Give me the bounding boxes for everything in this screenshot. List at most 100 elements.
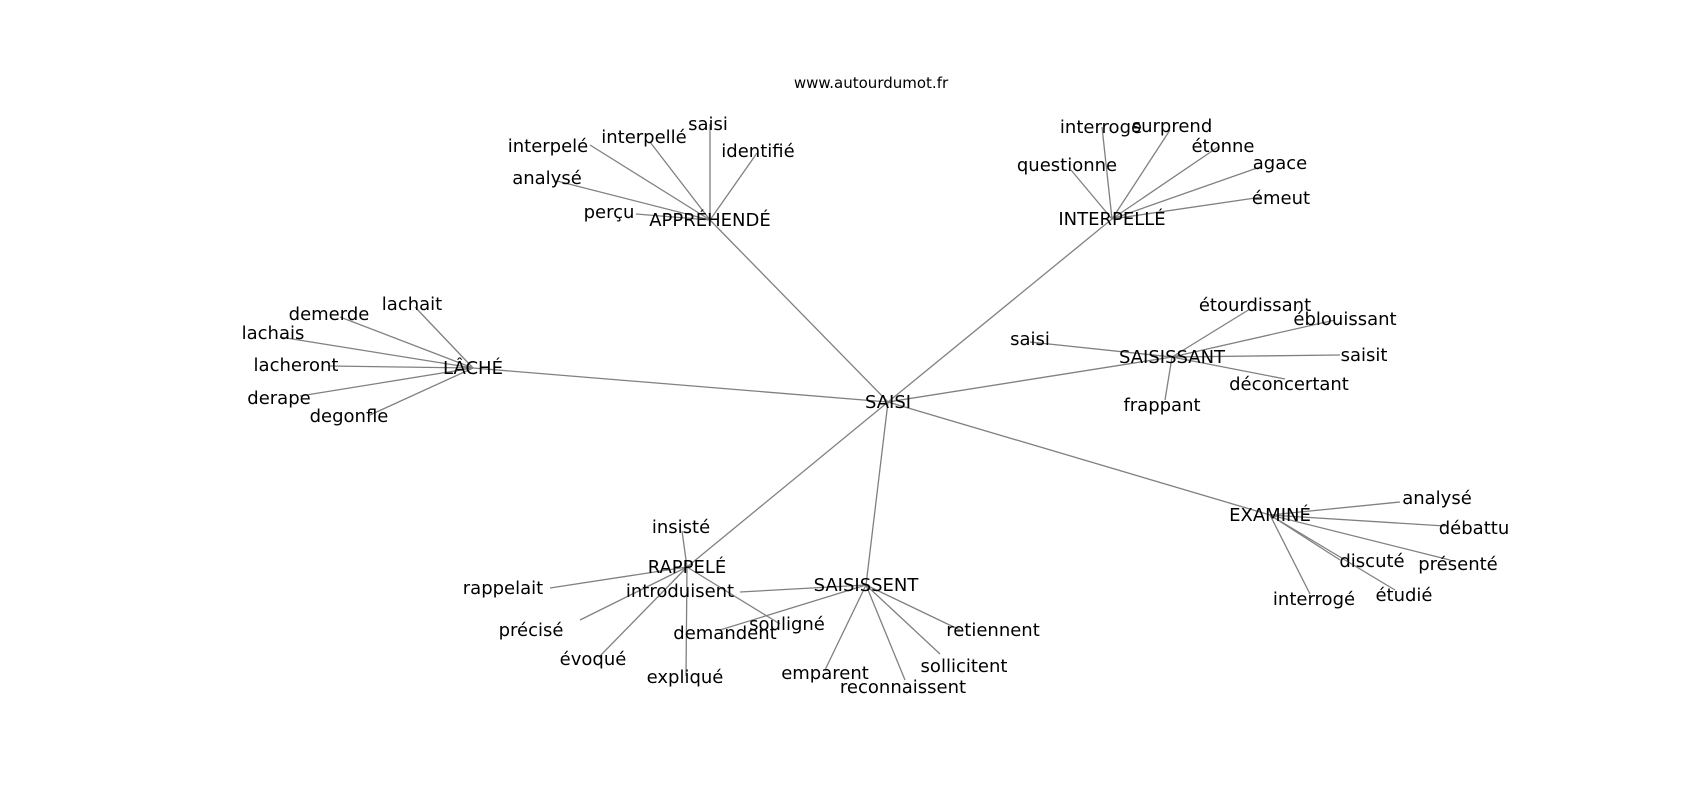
labels-layer: saisiinterpelléidentifiéinterpeléanalysé… (242, 114, 1510, 698)
edge-saisissent-leaf-5 (865, 584, 906, 681)
hub-label-interpelle: INTERPELLÉ (1058, 208, 1165, 230)
edge-saisissent-leaf-3 (824, 584, 867, 671)
leaf-label: sollicitent (921, 656, 1008, 677)
edge-examine-leaf-5 (1269, 514, 1311, 595)
edge-saisissent-leaf-1 (719, 584, 867, 631)
edge-saisissant-leaf-4 (1171, 356, 1286, 380)
edge-saisissent-leaf-0 (739, 584, 867, 593)
leaf-label: identifié (721, 141, 794, 162)
leaf-label: interroge (1060, 117, 1142, 138)
edge-rappele-leaf-3 (599, 566, 688, 657)
edge-rappele-leaf-1 (549, 566, 688, 589)
leaf-label: étonne (1191, 136, 1254, 157)
edge-saisissent-leaf-4 (865, 584, 941, 655)
edge-saisissant-leaf-0 (1171, 308, 1251, 358)
leaf-label: saisi (1010, 329, 1050, 350)
edge-rappele-leaf-5 (686, 566, 781, 625)
edge-apprehende-leaf-4 (556, 180, 711, 221)
site-url: www.autourdumot.fr (794, 74, 949, 92)
leaf-label: lachais (242, 323, 305, 344)
hub-label-saisissent: SAISISSENT (814, 575, 920, 596)
leaf-label: expliqué (647, 667, 724, 688)
leaf-label: interpelé (508, 136, 589, 157)
leaf-label: saisit (1341, 345, 1388, 366)
edge-interpelle-leaf-0 (1101, 126, 1113, 220)
edge-lache-leaf-5 (369, 367, 474, 416)
edge-lache-leaf-3 (329, 365, 474, 369)
leaf-label: interrogé (1273, 589, 1355, 610)
leaf-label: surprend (1132, 116, 1213, 137)
edge-interpelle-leaf-4 (1111, 166, 1261, 220)
edge-interpelle-leaf-5 (1111, 196, 1263, 220)
hub-label-lache: LÂCHÉ (443, 357, 503, 379)
edge-center-interpelle (887, 218, 1113, 403)
leaf-label: perçu (584, 202, 635, 223)
hub-label-examine: EXAMINÉ (1229, 504, 1311, 526)
hub-label-rappele: RAPPELÉ (648, 556, 727, 578)
edge-saisissant-leaf-3 (1171, 354, 1341, 358)
leaf-label: interpellé (601, 127, 687, 148)
edge-rappele-leaf-4 (685, 566, 688, 677)
edge-center-apprehende (709, 219, 889, 403)
edge-rappele-leaf-0 (681, 530, 688, 568)
leaf-label: éblouissant (1293, 309, 1396, 330)
leaf-label: discuté (1339, 551, 1404, 572)
edge-rappele-leaf-2 (579, 566, 688, 621)
leaf-label: degonfle (310, 406, 389, 427)
leaf-label: saisi (688, 114, 728, 135)
edge-apprehende-leaf-2 (709, 152, 758, 221)
edge-center-saisissent (865, 401, 889, 586)
leaf-label: agace (1253, 153, 1307, 174)
leaf-label: rappelait (463, 578, 543, 599)
leaf-label: analysé (512, 168, 582, 189)
hub-label-apprehende: APPRÉHENDÉ (649, 209, 771, 231)
edge-lache-leaf-0 (414, 306, 474, 369)
leaf-label: étourdissant (1199, 295, 1311, 316)
edge-saisissant-leaf-1 (1171, 319, 1336, 358)
leaf-label: débattu (1439, 518, 1509, 539)
leaf-label: retiennent (946, 620, 1040, 641)
leaf-label: demerde (289, 304, 370, 325)
leaf-label: émeut (1252, 188, 1310, 209)
edges-layer (279, 124, 1451, 681)
leaf-label: introduisent (626, 581, 734, 602)
leaf-label: emparent (781, 663, 869, 684)
edge-examine-leaf-1 (1269, 514, 1446, 527)
edge-examine-leaf-4 (1269, 514, 1396, 591)
edge-saisissant-leaf-5 (1164, 356, 1173, 401)
edge-apprehende-leaf-3 (589, 144, 711, 221)
edge-saisissent-leaf-2 (865, 584, 961, 631)
leaf-label: présenté (1418, 554, 1498, 575)
edge-interpelle-leaf-3 (1070, 169, 1113, 220)
leaf-label: lachait (382, 294, 442, 315)
leaf-label: derape (247, 388, 310, 409)
leaf-label: frappant (1123, 395, 1200, 416)
edge-center-lache (472, 367, 889, 403)
edge-saisissant-leaf-2 (1029, 341, 1173, 358)
edge-lache-leaf-2 (279, 336, 474, 369)
leaf-label: étudié (1375, 585, 1432, 606)
hub-label-saisissant: SAISISSANT (1119, 347, 1226, 368)
leaf-label: insisté (652, 517, 710, 538)
leaf-label: questionne (1017, 155, 1117, 176)
leaf-label: évoqué (560, 649, 627, 670)
edge-apprehende-leaf-5 (635, 213, 711, 221)
leaf-label: analysé (1402, 488, 1472, 509)
edge-interpelle-leaf-2 (1111, 146, 1219, 220)
edge-center-rappele (686, 401, 889, 568)
leaf-label: précisé (499, 620, 564, 641)
edge-examine-leaf-0 (1269, 501, 1401, 516)
edge-apprehende-leaf-1 (649, 141, 711, 221)
edge-lache-leaf-1 (339, 316, 474, 369)
center-label: SAISI (865, 392, 911, 413)
edge-center-examine (887, 401, 1271, 516)
leaf-label: reconnaissent (840, 677, 966, 698)
leaf-label: déconcertant (1229, 374, 1349, 395)
leaf-label: souligné (749, 614, 825, 635)
edge-interpelle-leaf-1 (1111, 129, 1171, 220)
leaf-label: demandent (673, 623, 776, 644)
edge-lache-leaf-4 (299, 367, 474, 397)
edge-examine-leaf-3 (1269, 514, 1451, 561)
edge-center-saisissant (887, 356, 1173, 403)
